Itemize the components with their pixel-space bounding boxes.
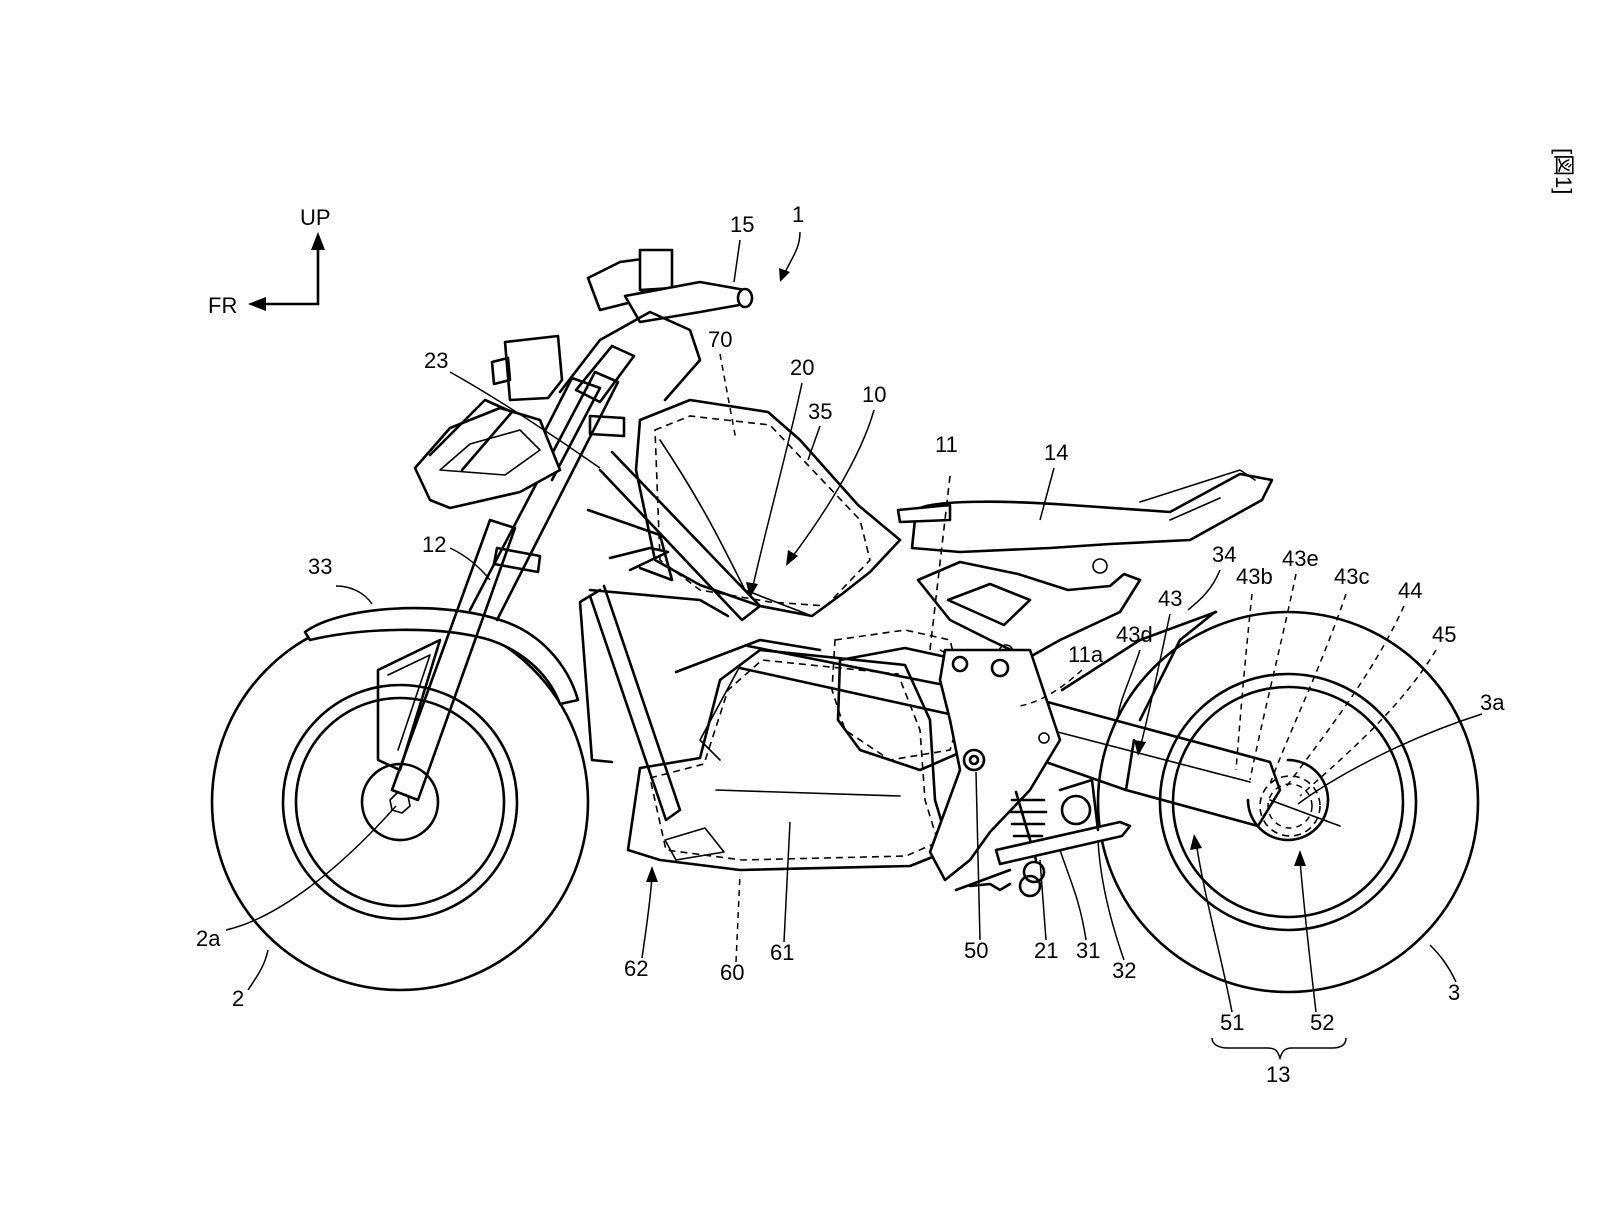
label-43d: 43d: [1116, 622, 1153, 647]
handlebar: [558, 248, 754, 402]
label-35: 35: [808, 399, 832, 424]
label-14: 14: [1044, 440, 1068, 465]
label-51: 51: [1220, 1010, 1244, 1035]
pivot-plate: [928, 648, 1062, 882]
side-cover: [916, 560, 1142, 660]
label-3a: 3a: [1480, 690, 1505, 715]
label-20: 20: [790, 355, 814, 380]
label-31: 31: [1076, 938, 1100, 963]
label-43b: 43b: [1236, 564, 1273, 589]
label-44: 44: [1398, 578, 1422, 603]
headlight: [413, 406, 562, 510]
battery-case: [626, 648, 952, 872]
seat: [896, 469, 1274, 554]
label-45: 45: [1432, 622, 1456, 647]
label-50: 50: [964, 938, 988, 963]
label-70: 70: [708, 327, 732, 352]
label-60: 60: [720, 960, 744, 985]
label-43: 43: [1158, 586, 1182, 611]
label-52: 52: [1310, 1010, 1334, 1035]
front-fender: [303, 606, 580, 706]
label-33: 33: [308, 554, 332, 579]
figure-tag: [図1]: [1551, 148, 1576, 194]
label-61: 61: [770, 940, 794, 965]
label-1: 1: [792, 202, 804, 227]
label-3: 3: [1448, 980, 1460, 1005]
direction-indicator: UP FR: [208, 205, 331, 318]
label-11a: 11a: [1068, 642, 1104, 667]
label-2a: 2a: [196, 926, 221, 951]
label-43c: 43c: [1334, 564, 1369, 589]
label-34: 34: [1212, 542, 1236, 567]
label-11: 11: [935, 432, 958, 457]
label-43e: 43e: [1282, 546, 1319, 571]
reference-labels: 1 15 70 20 35 10 11 14 23 12 33 2a: [196, 202, 1505, 1087]
label-32: 32: [1112, 958, 1136, 983]
label-62: 62: [624, 956, 648, 981]
label-13: 13: [1266, 1062, 1290, 1087]
tank-cover: [634, 398, 902, 618]
up-label: UP: [300, 205, 331, 230]
label-12: 12: [422, 532, 446, 557]
front-label: FR: [208, 293, 237, 318]
side-stand: [954, 778, 1132, 898]
front-wheel: [210, 612, 590, 992]
front-fork: [390, 370, 620, 802]
swingarm: [1038, 610, 1282, 828]
label-21: 21: [1034, 938, 1058, 963]
rear-wheel: [1096, 610, 1480, 994]
label-23: 23: [424, 348, 448, 373]
label-10: 10: [862, 382, 886, 407]
label-15: 15: [730, 212, 754, 237]
label-2: 2: [232, 986, 244, 1011]
